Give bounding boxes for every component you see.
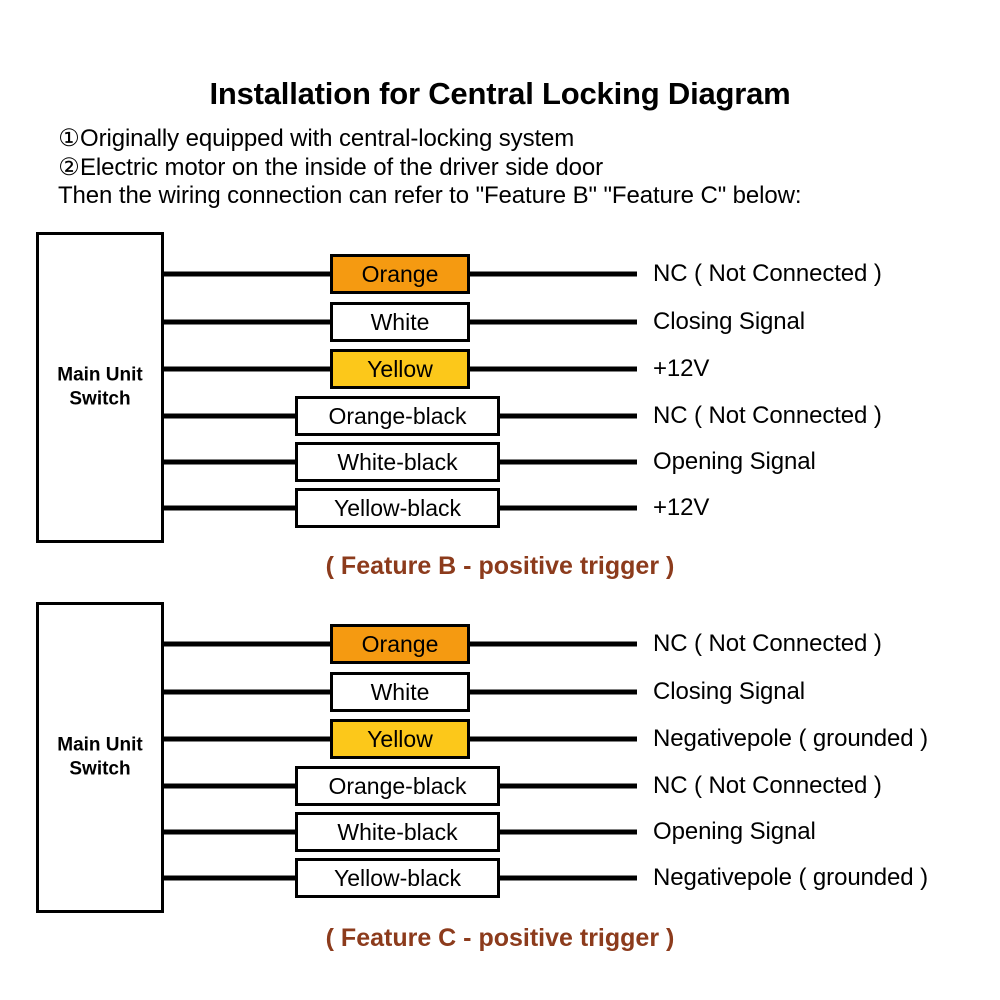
wire-function-label: +12V	[653, 355, 710, 382]
wire-segment-right	[470, 366, 637, 372]
wire-segment-left	[164, 319, 330, 325]
wire-color-box: Orange	[330, 624, 470, 664]
main-unit-switch-box-c: Main Unit Switch	[36, 602, 164, 913]
wire-segment-left	[164, 783, 295, 789]
main-unit-switch-label-c: Main Unit Switch	[39, 733, 161, 782]
wire-row: White-black Opening Signal	[0, 812, 1000, 852]
wire-color-box: White	[330, 302, 470, 342]
main-unit-switch-box-b: Main Unit Switch	[36, 232, 164, 543]
note-text-3: Then the wiring connection can refer to …	[58, 182, 802, 209]
wire-segment-right	[470, 689, 637, 695]
main-unit-line2-b: Switch	[69, 388, 131, 410]
wire-segment-left	[164, 829, 295, 835]
main-unit-switch-label-b: Main Unit Switch	[39, 363, 161, 412]
block-caption-c: ( Feature C - positive trigger )	[325, 924, 675, 952]
circled-number-2-icon: ②	[58, 154, 80, 181]
wire-color-box: White	[330, 672, 470, 712]
wire-function-label: NC ( Not Connected )	[653, 630, 882, 657]
note-text-2: Electric motor on the inside of the driv…	[80, 154, 604, 181]
wire-function-label: Negativepole ( grounded )	[653, 864, 929, 891]
wire-color-box: Orange-black	[295, 766, 500, 806]
wire-segment-right	[470, 271, 637, 277]
wire-function-label: Opening Signal	[653, 818, 816, 845]
wiring-block-feature-b: Main Unit Switch Orange NC ( Not Connecte…	[0, 232, 1000, 582]
wire-segment-left	[164, 689, 330, 695]
note-text-1: Originally equipped with central-locking…	[80, 125, 575, 152]
wire-segment-right	[500, 875, 637, 881]
wire-color-box: Yellow	[330, 349, 470, 389]
wire-function-label: NC ( Not Connected )	[653, 772, 882, 799]
main-unit-line2-c: Switch	[69, 758, 131, 780]
wire-color-box: Orange-black	[295, 396, 500, 436]
main-unit-line1-b: Main Unit	[57, 363, 143, 385]
wire-segment-right	[470, 641, 637, 647]
note-item-3: Then the wiring connection can refer to …	[58, 182, 802, 210]
wire-segment-right	[470, 736, 637, 742]
wiring-block-feature-c: Main Unit Switch Orange NC ( Not Connecte…	[0, 602, 1000, 957]
wire-row: Orange NC ( Not Connected )	[0, 624, 1000, 664]
wire-row: White Closing Signal	[0, 672, 1000, 712]
wire-row: White Closing Signal	[0, 302, 1000, 342]
wire-color-box: White-black	[295, 812, 500, 852]
wire-color-box: Yellow	[330, 719, 470, 759]
block-caption-b: ( Feature B - positive trigger )	[325, 552, 675, 580]
wire-segment-left	[164, 413, 295, 419]
circled-number-1-icon: ①	[58, 125, 80, 152]
note-item-2: ②Electric motor on the inside of the dri…	[58, 153, 603, 182]
wire-color-box: Yellow-black	[295, 858, 500, 898]
wire-row: Orange NC ( Not Connected )	[0, 254, 1000, 294]
wire-segment-right	[500, 413, 637, 419]
wire-segment-right	[500, 783, 637, 789]
wire-color-box: Orange	[330, 254, 470, 294]
page-title: Installation for Central Locking Diagram	[209, 76, 791, 111]
wire-color-box: White-black	[295, 442, 500, 482]
wire-color-box: Yellow-black	[295, 488, 500, 528]
wire-segment-right	[500, 505, 637, 511]
wire-segment-left	[164, 641, 330, 647]
wire-segment-left	[164, 271, 330, 277]
wire-row: Yellow +12V	[0, 349, 1000, 389]
wire-function-label: Negativepole ( grounded )	[653, 725, 929, 752]
wire-segment-right	[470, 319, 637, 325]
wire-row: Yellow-black +12V	[0, 488, 1000, 528]
wire-segment-left	[164, 736, 330, 742]
wire-function-label: Closing Signal	[653, 308, 806, 335]
wire-function-label: NC ( Not Connected )	[653, 260, 882, 287]
main-unit-line1-c: Main Unit	[57, 733, 143, 755]
note-item-1: ①Originally equipped with central-lockin…	[58, 124, 574, 153]
wire-row: Orange-black NC ( Not Connected )	[0, 396, 1000, 436]
wire-row: Yellow Negativepole ( grounded )	[0, 719, 1000, 759]
wire-row: Yellow-black Negativepole ( grounded )	[0, 858, 1000, 898]
wire-function-label: NC ( Not Connected )	[653, 402, 882, 429]
wire-segment-right	[500, 829, 637, 835]
wire-function-label: Closing Signal	[653, 678, 806, 705]
wire-segment-left	[164, 459, 295, 465]
wire-segment-left	[164, 875, 295, 881]
wire-segment-left	[164, 366, 330, 372]
wire-function-label: +12V	[653, 494, 710, 521]
wire-row: White-black Opening Signal	[0, 442, 1000, 482]
wire-function-label: Opening Signal	[653, 448, 816, 475]
wire-segment-right	[500, 459, 637, 465]
wire-row: Orange-black NC ( Not Connected )	[0, 766, 1000, 806]
wire-segment-left	[164, 505, 295, 511]
